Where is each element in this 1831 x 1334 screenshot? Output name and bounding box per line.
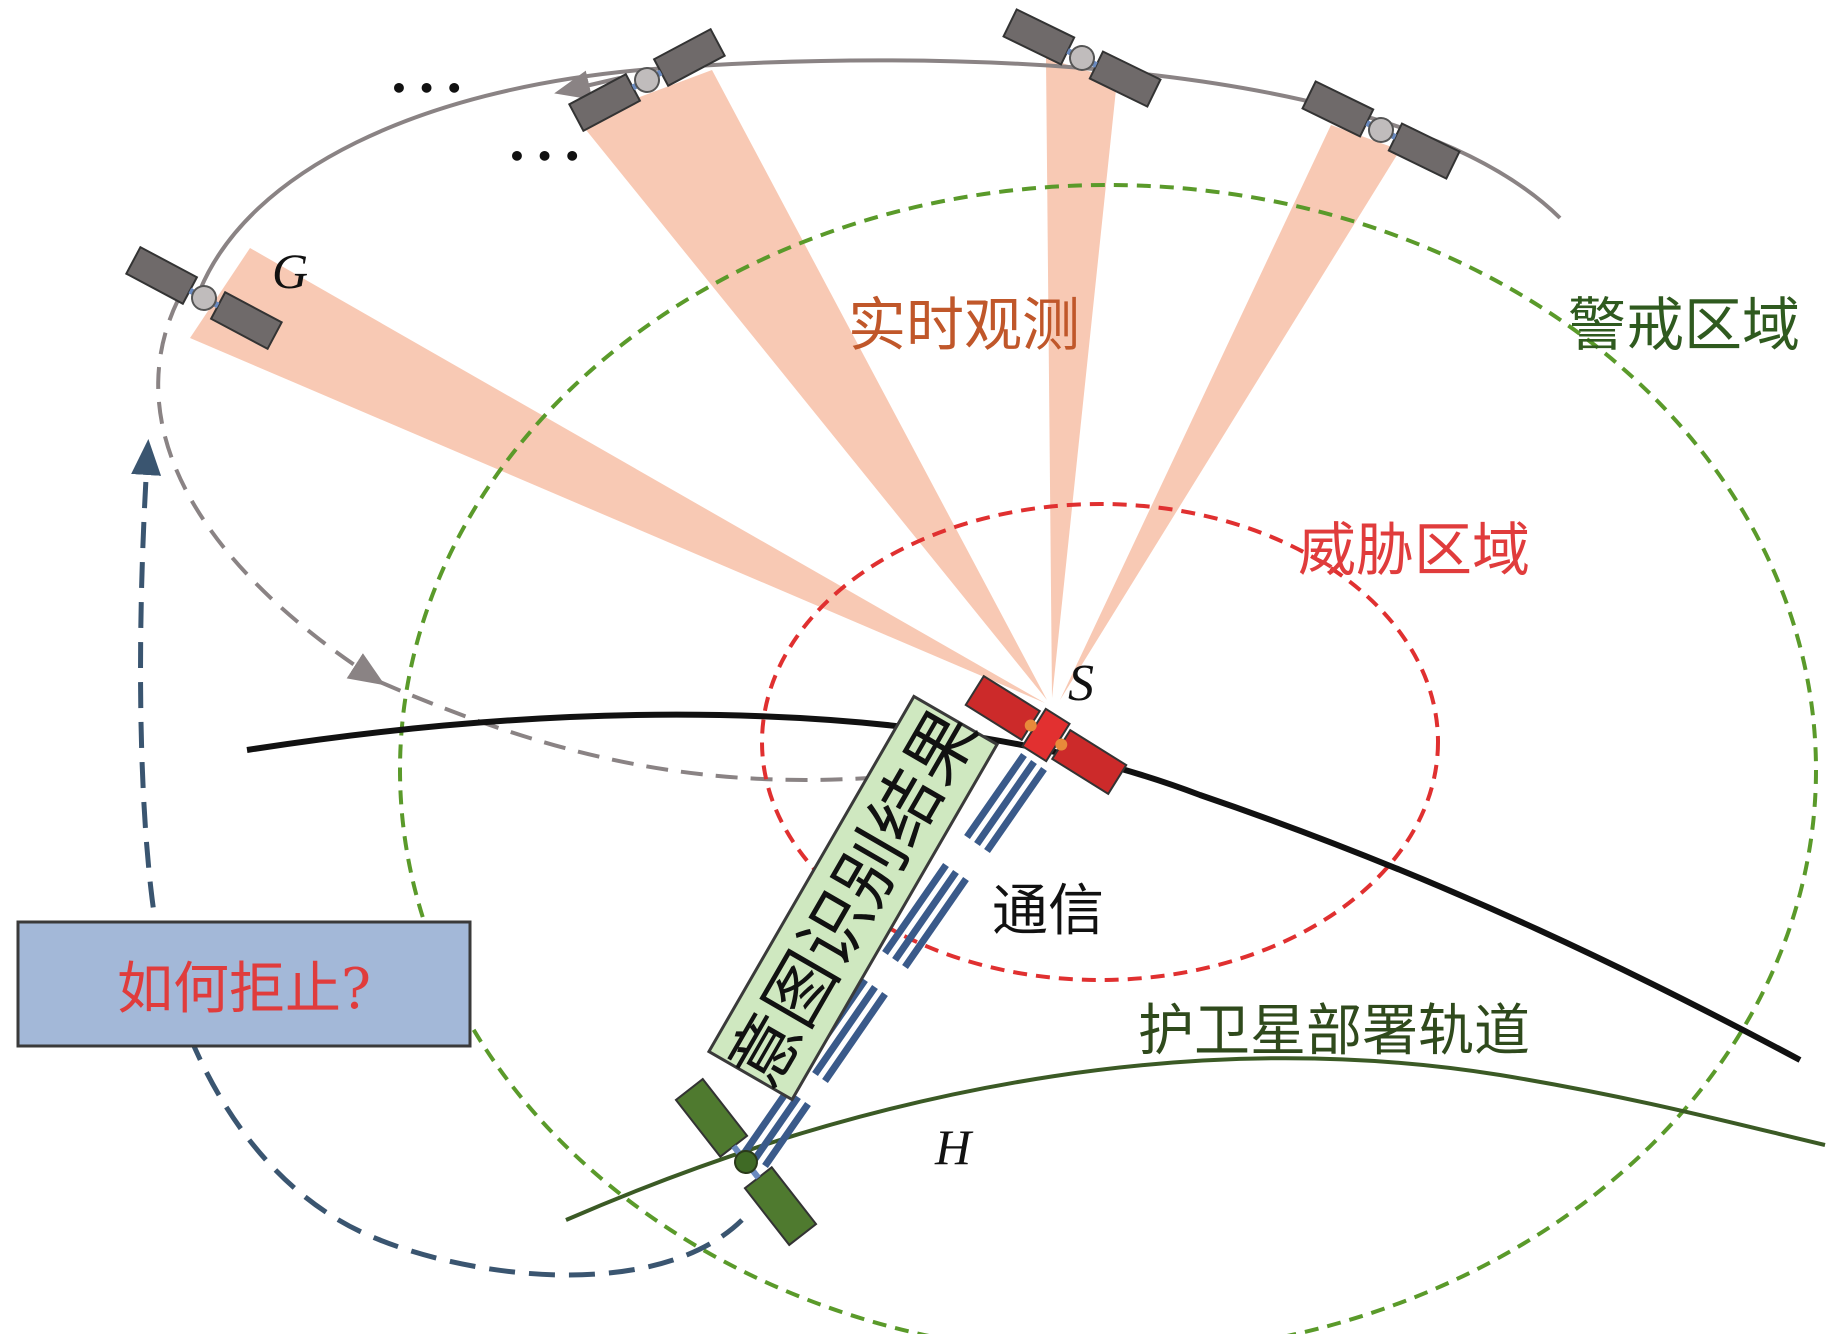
approach-path	[156, 299, 386, 686]
threat-zone-label: 威胁区域	[1298, 516, 1530, 584]
beam-g	[190, 248, 1045, 703]
ellipsis-upper: • • •	[390, 72, 463, 105]
threat-zone-ring	[760, 502, 1440, 982]
realtime-observation-label: 实时观测	[848, 291, 1080, 359]
communication-links-set	[742, 753, 1047, 1168]
orbit-direction-arrow	[554, 70, 621, 100]
deny-box: 如何拒止?	[16, 920, 472, 1048]
satellite-s	[964, 674, 1128, 796]
escort-orbit	[565, 1056, 1826, 1222]
observation-beams	[190, 58, 1400, 703]
beam-2	[1046, 58, 1117, 698]
deny-label: 如何拒止?	[117, 957, 371, 1022]
beam-1	[578, 70, 1047, 700]
communication-label: 通信	[992, 879, 1104, 944]
comm-link-b	[882, 863, 969, 969]
satellite-obs-1	[567, 27, 727, 133]
ellipsis-lower: • • •	[508, 140, 581, 173]
warning-zone-label: 警戒区域	[1568, 291, 1800, 359]
beam-3	[1060, 125, 1400, 700]
sat-h-label: H	[934, 1119, 974, 1175]
sat-s-label: S	[1068, 655, 1094, 712]
target-orbit	[246, 711, 1802, 1063]
warning-zone-ring	[398, 183, 1818, 1334]
comm-link-d	[742, 1088, 811, 1168]
comm-link-a	[964, 753, 1047, 853]
satellite-obs-2	[1002, 8, 1162, 108]
sat-g-label: G	[272, 243, 308, 299]
satellite-obs-3	[1301, 80, 1461, 180]
satellite-h	[674, 1077, 818, 1247]
approach-path-lower	[379, 680, 871, 782]
satellite-g	[124, 245, 284, 351]
escort-orbit-label: 护卫星部署轨道	[1138, 999, 1530, 1064]
